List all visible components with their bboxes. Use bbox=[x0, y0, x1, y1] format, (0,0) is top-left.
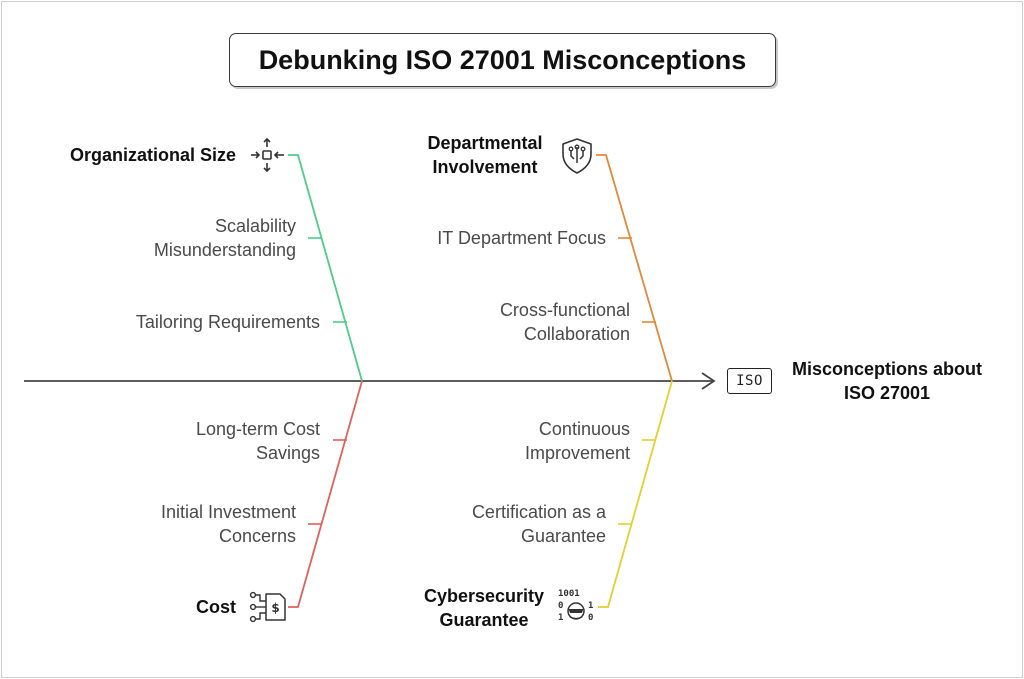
svg-text:$: $ bbox=[271, 601, 279, 615]
cause-tailoring-requirements: Tailoring Requirements bbox=[135, 312, 320, 332]
bone-departmental-involvement bbox=[596, 154, 673, 382]
cause-it-department-focus: IT Department Focus bbox=[437, 228, 606, 248]
cause-cross-functional-collaboration: Cross-functional Collaboration bbox=[499, 300, 630, 344]
svg-text:0: 0 bbox=[588, 613, 593, 623]
binary-hacker-icon: 1001 0 1 1 0 bbox=[558, 589, 593, 623]
svg-text:1001: 1001 bbox=[558, 589, 580, 599]
diagram-title: Debunking ISO 27001 Misconceptions bbox=[229, 33, 776, 87]
svg-text:1: 1 bbox=[558, 613, 563, 623]
cause-scalability: Scalability Misunderstanding bbox=[153, 216, 296, 260]
bone-cost bbox=[288, 380, 363, 608]
cause-continuous-improvement: Continuous Improvement bbox=[524, 419, 630, 463]
bone-cybersecurity-guarantee bbox=[598, 380, 673, 608]
cause-certification-as-a-guarantee: Certification as a Guarantee bbox=[471, 502, 606, 546]
bone-organizational-size bbox=[288, 154, 363, 382]
category-cybersecurity-guarantee: Cybersecurity Guarantee bbox=[423, 586, 545, 630]
spine-arrowhead bbox=[701, 372, 716, 390]
category-cost: Cost bbox=[196, 597, 236, 617]
iso-badge-icon: ISO bbox=[727, 368, 772, 394]
svg-text:0: 0 bbox=[558, 601, 563, 611]
money-circuit-icon: $ bbox=[249, 591, 286, 623]
cause-initial-investment-concerns: Initial Investment Concerns bbox=[160, 502, 296, 546]
cause-long-term-cost-savings: Long-term Cost Savings bbox=[195, 419, 320, 463]
effect-label: Misconceptions about ISO 27001 bbox=[791, 359, 982, 403]
resize-icon bbox=[251, 137, 284, 173]
shield-circuit-icon bbox=[562, 138, 592, 174]
category-departmental-involvement: Departmental Involvement bbox=[427, 133, 543, 177]
category-organizational-size: Organizational Size bbox=[69, 145, 236, 165]
svg-text:1: 1 bbox=[588, 601, 593, 611]
